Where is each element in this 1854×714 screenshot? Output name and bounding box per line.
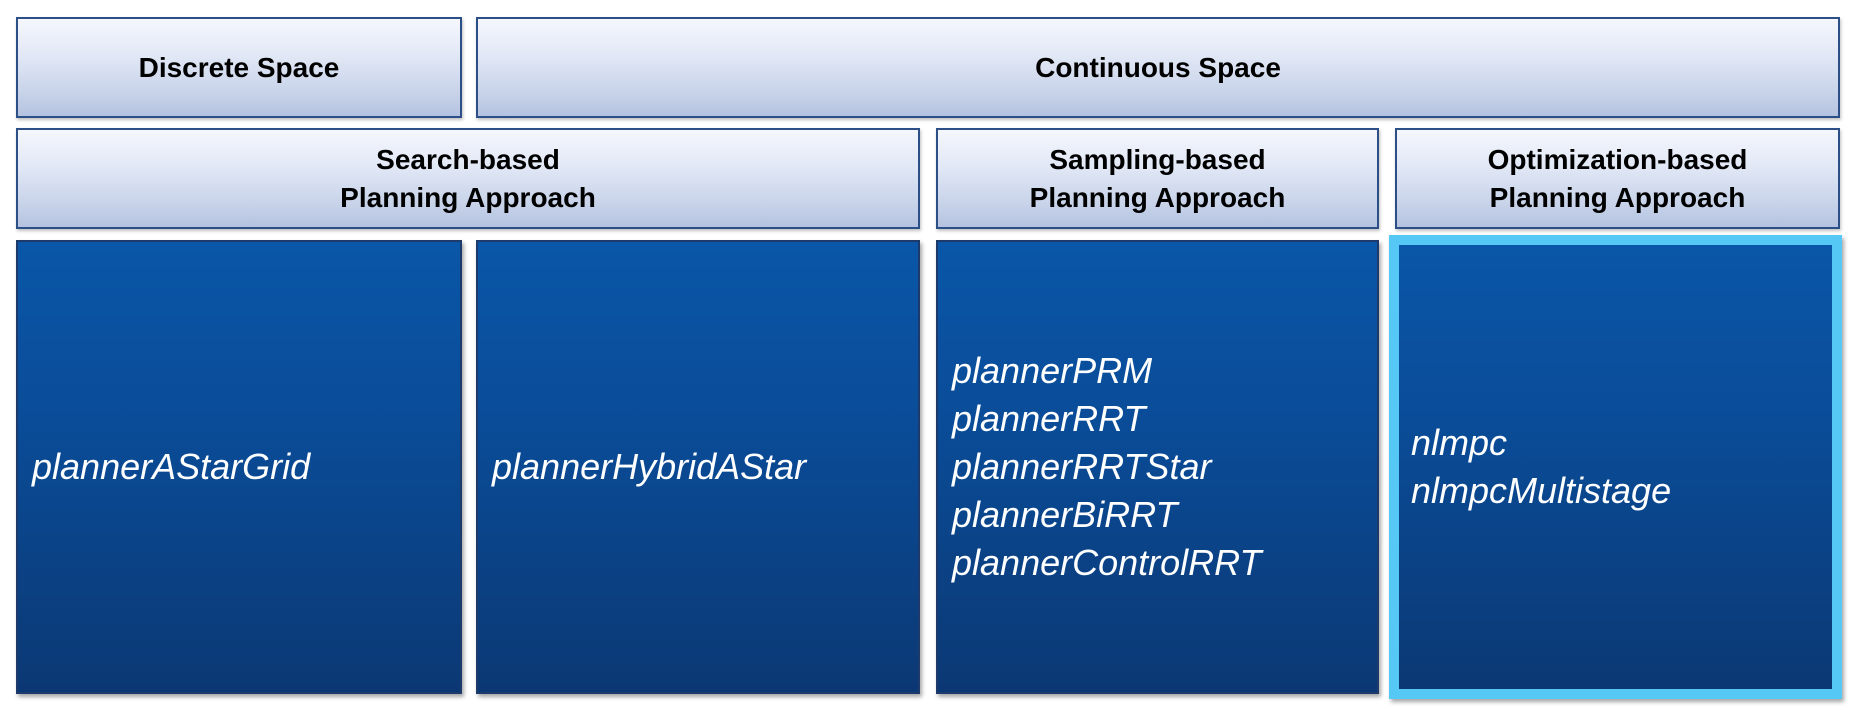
planner-item: nlmpcMultistage bbox=[1411, 470, 1672, 511]
planner-item: plannerControlRRT bbox=[952, 542, 1262, 583]
planner-item: plannerRRT bbox=[952, 398, 1146, 439]
planner-item: plannerPRM bbox=[952, 350, 1153, 391]
planner-item: plannerBiRRT bbox=[952, 494, 1178, 535]
search-based-label-line1: Search-based bbox=[376, 143, 560, 175]
discrete-space-label: Discrete Space bbox=[138, 51, 340, 83]
continuous-space-header: Continuous Space bbox=[476, 17, 1840, 118]
optimization-based-label-line2: Planning Approach bbox=[1489, 181, 1746, 213]
optimization-based-header: Optimization-based Planning Approach bbox=[1395, 128, 1840, 229]
optimization-planners-box: nlmpc nlmpcMultistage bbox=[1389, 235, 1842, 699]
sampling-based-header: Sampling-based Planning Approach bbox=[936, 128, 1379, 229]
search-based-header: Search-based Planning Approach bbox=[16, 128, 920, 229]
continuous-space-label: Continuous Space bbox=[1035, 51, 1281, 83]
planner-item: plannerRRTStar bbox=[952, 446, 1212, 487]
sampling-based-label-line1: Sampling-based bbox=[1049, 143, 1266, 175]
planner-item: plannerHybridAStar bbox=[492, 446, 807, 487]
planner-item: nlmpc bbox=[1411, 422, 1508, 463]
discrete-search-planners-box: plannerAStarGrid bbox=[16, 240, 462, 694]
sampling-planners-box: plannerPRM plannerRRT plannerRRTStar pla… bbox=[936, 240, 1379, 694]
continuous-search-planners-box: plannerHybridAStar bbox=[476, 240, 920, 694]
search-based-label-line2: Planning Approach bbox=[340, 181, 596, 213]
discrete-space-header: Discrete Space bbox=[16, 17, 462, 118]
planner-item: plannerAStarGrid bbox=[32, 446, 311, 487]
sampling-based-label-line2: Planning Approach bbox=[1029, 181, 1286, 213]
optimization-based-label-line1: Optimization-based bbox=[1487, 143, 1748, 175]
